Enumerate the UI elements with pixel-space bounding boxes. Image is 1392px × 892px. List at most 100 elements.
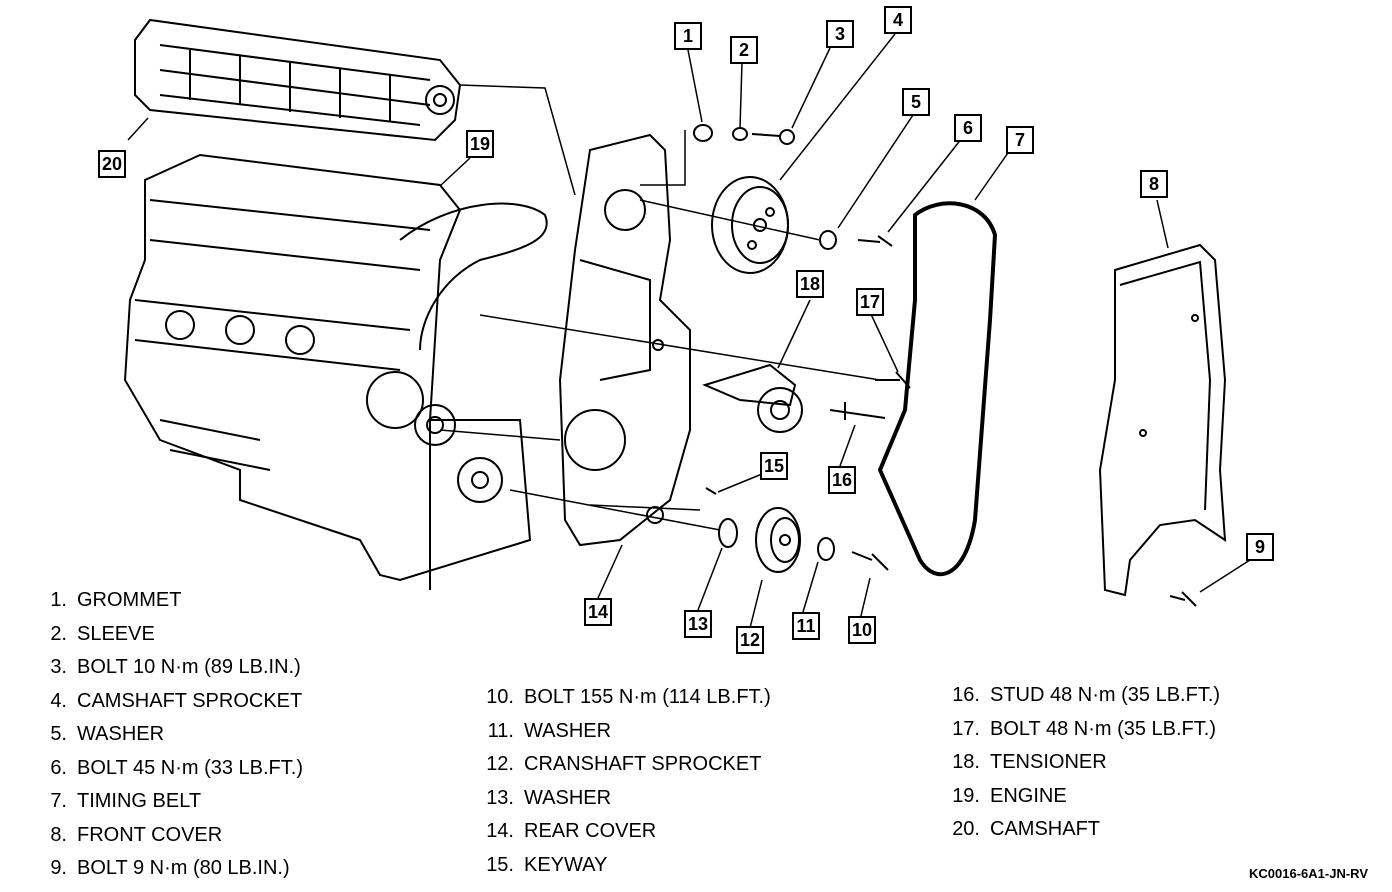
legend-item: 3. BOLT 10 N·m (89 LB.IN.) [35,651,303,685]
legend-number: 8. [50,823,67,846]
legend-number: 9. [50,857,67,879]
washer-13-drawing [718,518,738,548]
legend-item: 2. SLEEVE [35,618,303,652]
legend-number: 2. [50,622,67,645]
tensioner-drawing [702,363,803,433]
legend-item: 16.STUD 48 N·m (35 LB.FT.) [948,679,1220,713]
legend-item: 5. WASHER [35,718,303,752]
legend-item: 18. TENSIONER [948,746,1220,780]
legend-item: 1. GROMMET [35,584,303,618]
legend-column-2: 10. BOLT 155 N·m (114 LB.FT.) 11. WASHER 1… [482,681,771,882]
legend-item: 20. CAMSHAFT [948,813,1220,847]
legend-text: CAMSHAFT [990,818,1100,840]
camshaft-sprocket-drawing [711,176,789,274]
callout-8: 8 [1140,170,1168,198]
crankshaft-sprocket-drawing [755,507,801,573]
callout-18: 18 [796,270,824,298]
legend-item: 17. BOLT 48 N·m (35 LB.FT.) [948,713,1220,747]
legend-text: BOLT 9 N·m (80 LB.IN.) [77,857,290,879]
legend-text: CAMSHAFT SPROCKET [77,689,303,712]
legend-item: 19. ENGINE [948,780,1220,814]
legend-text: FRONT COVER [77,823,223,846]
legend-text: KEYWAY [524,853,608,876]
legend-number: 20. [952,818,980,840]
callout-14: 14 [584,598,612,626]
legend-number: 1. [50,589,67,611]
legend-text: WASHER [524,719,612,742]
callout-17: 17 [856,288,884,316]
legend-text: CRANSHAFT SPROCKET [524,753,762,775]
legend-item: 11. WASHER [482,715,771,749]
bolt-10-drawing [851,551,889,571]
legend-text: GROMMET [77,589,182,611]
legend-number: 5. [50,723,67,745]
grommet-sleeve-bolt-drawing [693,124,795,145]
legend-item: 4. CAMSHAFT SPROCKET [35,685,303,719]
stud-16-drawing [829,402,886,420]
legend-number: 19. [952,784,980,807]
callout-5: 5 [902,88,930,116]
timing-belt-drawing [877,201,998,577]
camshaft-drawing [134,18,462,142]
callout-20: 20 [98,150,126,178]
legend-number: 11. [487,719,514,742]
legend-item: 10. BOLT 155 N·m (114 LB.FT.) [482,681,771,715]
front-cover-drawing [1098,243,1227,597]
legend-item: 8. FRONT COVER [35,819,303,853]
callout-19: 19 [466,130,494,158]
legend-item: 14. REAR COVER [482,815,771,849]
callout-15: 15 [760,452,788,480]
callout-10: 10 [848,616,876,644]
callout-3: 3 [826,20,854,48]
legend-number: 4. [50,689,67,712]
legend-text: SLEEVE [77,622,155,645]
legend-item: 6. BOLT 45 N·m (33 LB.FT.) [35,752,303,786]
legend-text: WASHER [77,723,165,745]
legend-text: ENGINE [990,784,1067,807]
callout-6: 6 [954,114,982,142]
legend-text: WASHER [524,786,612,809]
legend-number: 10. [486,686,514,708]
leader-lines [127,33,1251,629]
legend-text: BOLT 10 N·m (89 LB.IN.) [77,656,301,678]
engine-block-drawing [123,153,548,590]
legend-number: 16. [952,684,980,706]
legend-text: BOLT 48 N·m (35 LB.FT.) [990,717,1216,740]
legend-text: BOLT 45 N·m (33 LB.FT.) [77,756,303,779]
legend-item: 9. BOLT 9 N·m (80 LB.IN.) [35,852,303,886]
legend-item: 12. CRANSHAFT SPROCKET [482,748,771,782]
legend-number: 15. [486,853,514,876]
callout-11: 11 [792,612,820,640]
legend-item: 13.WASHER [482,782,771,816]
legend-text: BOLT 155 N·m (114 LB.FT.) [524,686,771,708]
legend-text: TENSIONER [990,751,1107,773]
bolt-17-drawing [875,371,911,389]
rear-cover-drawing [558,133,691,547]
reference-code: KC0016-6A1-JN-RV [1249,866,1368,881]
legend-number: 14. [486,820,514,842]
legend-number: 7. [50,790,67,812]
washer-11-drawing [817,537,835,561]
legend-text: TIMING BELT [77,790,202,812]
legend-item: 7. TIMING BELT [35,785,303,819]
keyway-drawing [705,487,717,495]
callout-12: 12 [736,626,764,654]
callout-16: 16 [828,466,856,494]
legend-number: 17. [952,717,980,740]
callout-7: 7 [1006,126,1034,154]
callout-13: 13 [684,610,712,638]
legend-column-3: 16.STUD 48 N·m (35 LB.FT.) 17. BOLT 48 N·… [948,679,1220,847]
bolt-6-drawing [857,235,893,247]
callout-1: 1 [674,22,702,50]
legend-number: 3. [50,656,67,678]
legend-number: 12. [486,753,514,775]
legend-number: 6. [50,756,67,779]
legend-number: 18. [952,751,980,773]
washer-5-drawing [819,230,837,250]
legend-column-1: 1. GROMMET 2. SLEEVE 3. BOLT 10 N·m (89 LB.… [35,584,303,886]
legend-text: REAR COVER [524,820,657,842]
bolt-9-drawing [1169,591,1197,607]
legend-item: 15. KEYWAY [482,849,771,883]
callout-2: 2 [730,36,758,64]
